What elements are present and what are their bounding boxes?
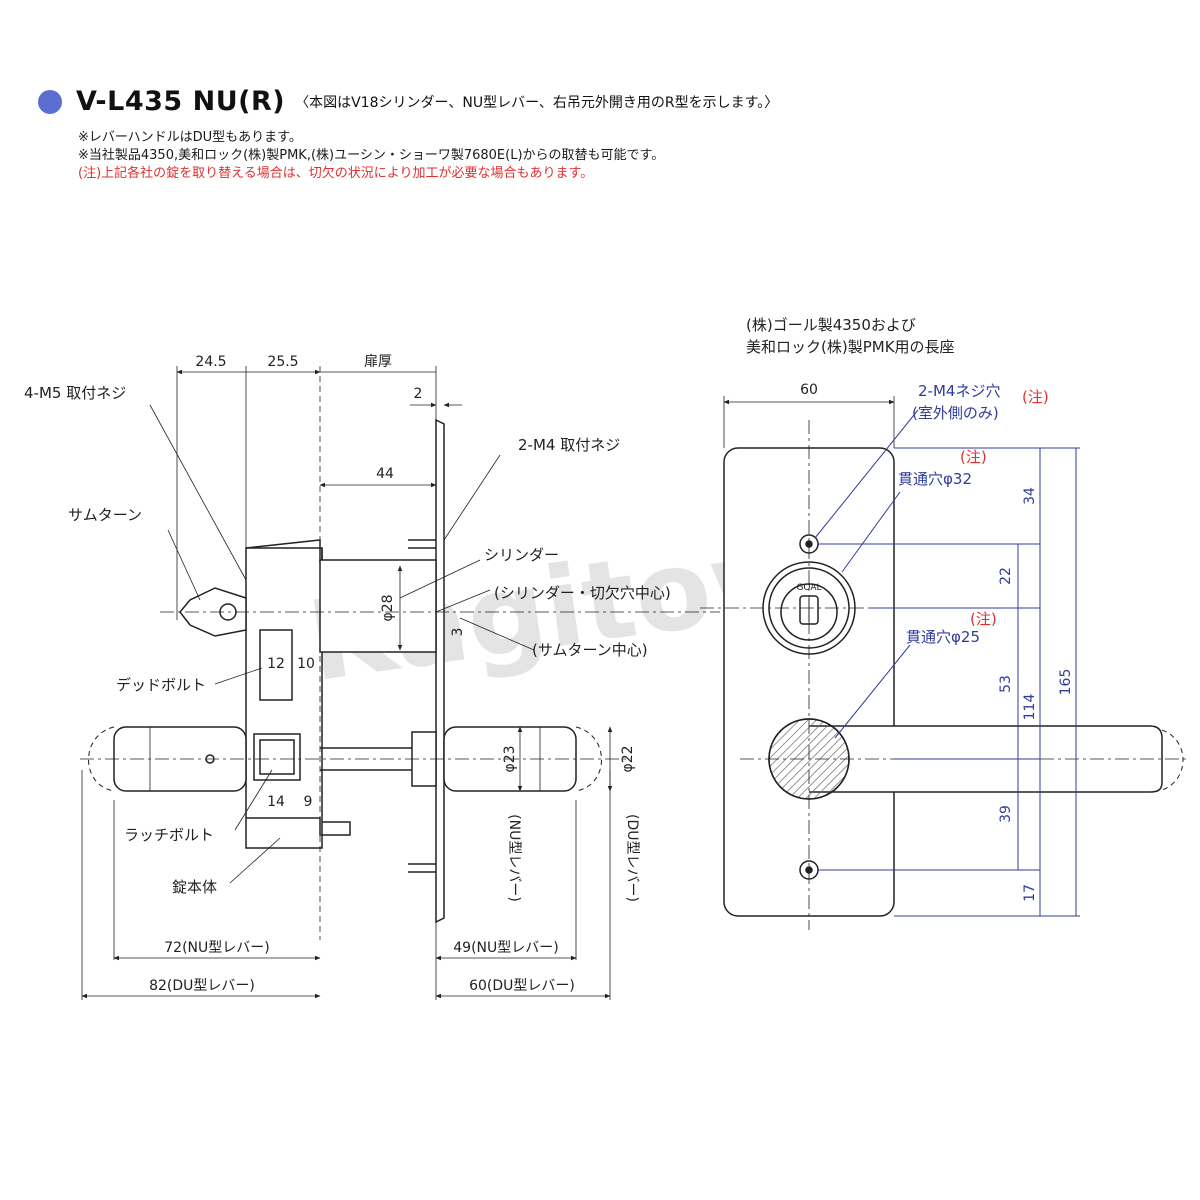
note-red: (注)上記各社の錠を取り替える場合は、切欠の状況により加工が必要な場合もあります…: [78, 166, 594, 181]
dim-dia-23: φ23: [502, 745, 518, 772]
label-m5-screws: 4-M5 取付ネジ: [24, 384, 126, 402]
label-thumb-turn: サムターン: [68, 506, 142, 524]
side-view-labels: 24.5 25.5 扉厚 2 44 φ28 3 12 10 14 9 φ23 φ…: [24, 354, 671, 994]
notes: ※レバーハンドルはDU型もあります。 ※当社製品4350,美和ロック(株)製PM…: [78, 129, 1178, 183]
dim-39: 39: [998, 805, 1014, 823]
label-hole-25: 貫通穴φ25: [906, 628, 980, 646]
dim-dia-28: φ28: [380, 594, 396, 621]
label-m4-screws: 2-M4 取付ネジ: [518, 436, 620, 454]
dim-12: 12: [267, 656, 285, 672]
side-view: [80, 366, 720, 1000]
subtitle: 〈本図はV18シリンダー、NU型レバー、右吊元外開き用のR型を示します。〉: [295, 94, 779, 111]
note-mark-2: (注): [960, 448, 987, 466]
label-cylinder-center: (シリンダー・切欠穴中心): [494, 584, 671, 602]
dim-49-nu: 49(NU型レバー): [453, 940, 558, 956]
dim-25-5: 25.5: [267, 354, 298, 370]
label-cylinder: シリンダー: [484, 546, 559, 564]
label-m4-outside-only: (室外側のみ): [912, 404, 999, 422]
dim-34: 34: [1022, 487, 1038, 505]
dim-17: 17: [1022, 884, 1038, 902]
header: V-L435 NU(R) 〈本図はV18シリンダー、NU型レバー、右吊元外開き用…: [38, 86, 1178, 183]
front-note-line-1: (株)ゴール製4350および: [746, 316, 916, 334]
dim-14: 14: [267, 794, 285, 810]
dim-114: 114: [1022, 694, 1038, 721]
dim-60-du: 60(DU型レバー): [469, 978, 575, 994]
label-hole-32: 貫通穴φ32: [898, 470, 972, 488]
note-2: ※当社製品4350,美和ロック(株)製PMK,(株)ユーシン・ショーワ製7680…: [78, 148, 665, 163]
dim-width-60: 60: [800, 382, 818, 398]
model-title: V-L435 NU(R): [76, 86, 286, 117]
front-note-line-2: 美和ロック(株)製PMK用の長座: [746, 338, 955, 356]
label-deadbolt: デッドボルト: [116, 676, 206, 694]
dim-24-5: 24.5: [195, 354, 226, 370]
dim-82-du: 82(DU型レバー): [149, 978, 255, 994]
dim-door-thickness: 扉厚: [364, 354, 392, 370]
note-mark-1: (注): [1022, 388, 1049, 406]
note-mark-3: (注): [970, 610, 997, 628]
dim-dia-22: φ22: [620, 745, 636, 772]
dim-44: 44: [376, 466, 394, 482]
dim-9: 9: [304, 794, 313, 810]
dim-10: 10: [297, 656, 315, 672]
dim-53: 53: [998, 675, 1014, 693]
label-du-lever-vertical: (DU型レバー): [624, 814, 640, 902]
bullet-icon: [38, 89, 62, 114]
dim-3: 3: [450, 628, 466, 637]
front-view-dimensions: [814, 409, 1080, 917]
label-latch-bolt: ラッチボルト: [124, 826, 214, 844]
label-thumb-center: (サムターン中心): [532, 641, 648, 659]
dim-2: 2: [414, 386, 423, 402]
dim-72-nu: 72(NU型レバー): [164, 940, 269, 956]
front-view-labels: (株)ゴール製4350および 美和ロック(株)製PMK用の長座 60 2-M4ネ…: [746, 316, 1074, 902]
dim-165: 165: [1058, 669, 1074, 696]
label-lock-body: 錠本体: [172, 878, 217, 896]
note-1: ※レバーハンドルはDU型もあります。: [78, 130, 302, 145]
label-m4-holes: 2-M4ネジ穴: [918, 382, 1000, 400]
label-nu-lever-vertical: (NU型レバー): [506, 814, 522, 902]
cylinder-brand: GOAL: [796, 583, 821, 593]
dim-22: 22: [998, 567, 1014, 585]
